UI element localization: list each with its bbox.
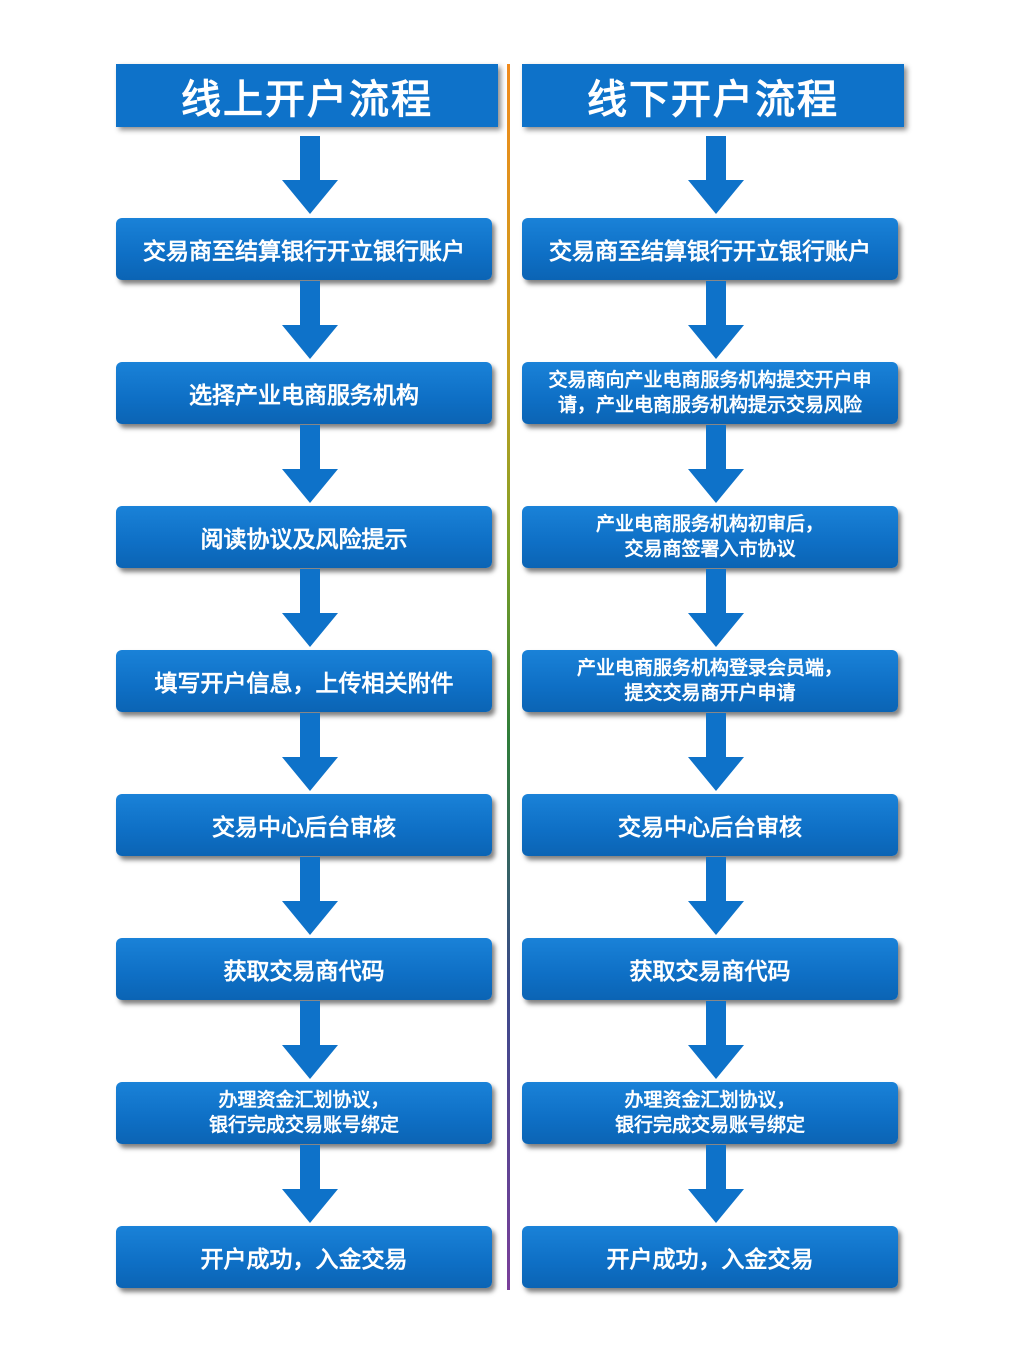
step-text-line: 银行完成交易账号绑定 bbox=[614, 1114, 805, 1136]
down-arrow-icon bbox=[282, 713, 338, 791]
online-process-title: 线上开户流程 bbox=[116, 64, 498, 127]
step-text: 获取交易商代码 bbox=[224, 952, 385, 986]
step-text: 办理资金汇划协议， 银行完成交易账号绑定 bbox=[615, 1088, 805, 1138]
step-text-line: 产业电商服务机构初审后， bbox=[595, 513, 824, 535]
step-text: 办理资金汇划协议， 银行完成交易账号绑定 bbox=[209, 1088, 399, 1138]
step-text-line: 交易商向产业电商服务机构提交开户申 bbox=[548, 369, 872, 391]
down-arrow-icon bbox=[688, 1001, 744, 1079]
step-text: 阅读协议及风险提示 bbox=[201, 520, 408, 554]
step-text-line: 提交交易商开户申请 bbox=[624, 682, 796, 704]
right-step-box: 交易中心后台审核 bbox=[522, 794, 898, 856]
step-text: 交易中心后台审核 bbox=[212, 808, 396, 842]
step-text-line: 开户成功，入金交易 bbox=[200, 1247, 408, 1273]
right-step-box: 交易商向产业电商服务机构提交开户申请，产业电商服务机构提示交易风险 bbox=[522, 362, 898, 424]
online-process-column: 线上开户流程 交易商至结算银行开立银行账户选择产业电商服务机构阅读协议及风险提示… bbox=[116, 0, 500, 1350]
step-text: 交易商向产业电商服务机构提交开户申请，产业电商服务机构提示交易风险 bbox=[548, 368, 871, 418]
right-step-box: 开户成功，入金交易 bbox=[522, 1226, 898, 1288]
down-arrow-icon bbox=[688, 569, 744, 647]
step-text-line: 交易商签署入市协议 bbox=[624, 538, 796, 560]
step-text-line: 阅读协议及风险提示 bbox=[200, 527, 408, 553]
step-text: 产业电商服务机构初审后， 交易商签署入市协议 bbox=[596, 512, 824, 562]
down-arrow-icon bbox=[282, 425, 338, 503]
step-text-line: 请，产业电商服务机构提示交易风险 bbox=[557, 394, 862, 416]
down-arrow-icon bbox=[282, 857, 338, 935]
down-arrow-icon bbox=[282, 569, 338, 647]
step-text-line: 交易中心后台审核 bbox=[212, 815, 396, 841]
step-text: 交易中心后台审核 bbox=[618, 808, 802, 842]
step-text-line: 获取交易商代码 bbox=[629, 959, 791, 985]
left-step-box: 开户成功，入金交易 bbox=[116, 1226, 492, 1288]
step-text: 获取交易商代码 bbox=[630, 952, 791, 986]
left-step-box: 获取交易商代码 bbox=[116, 938, 492, 1000]
step-text: 交易商至结算银行开立银行账户 bbox=[549, 232, 871, 266]
left-step-box: 填写开户信息，上传相关附件 bbox=[116, 650, 492, 712]
left-step-box: 阅读协议及风险提示 bbox=[116, 506, 492, 568]
step-text-line: 获取交易商代码 bbox=[223, 959, 385, 985]
step-text-line: 产业电商服务机构登录会员端， bbox=[576, 657, 843, 679]
left-step-box: 交易中心后台审核 bbox=[116, 794, 492, 856]
step-text-line: 填写开户信息，上传相关附件 bbox=[154, 671, 454, 697]
right-step-box: 交易商至结算银行开立银行账户 bbox=[522, 218, 898, 280]
down-arrow-icon bbox=[688, 1145, 744, 1223]
right-step-box: 办理资金汇划协议， 银行完成交易账号绑定 bbox=[522, 1082, 898, 1144]
left-step-box: 办理资金汇划协议， 银行完成交易账号绑定 bbox=[116, 1082, 492, 1144]
step-text-line: 开户成功，入金交易 bbox=[606, 1247, 814, 1273]
offline-process-column: 线下开户流程 交易商至结算银行开立银行账户交易商向产业电商服务机构提交开户申请，… bbox=[522, 0, 906, 1350]
down-arrow-icon bbox=[282, 281, 338, 359]
step-text: 开户成功，入金交易 bbox=[607, 1240, 814, 1274]
left-step-box: 交易商至结算银行开立银行账户 bbox=[116, 218, 492, 280]
step-text-line: 办理资金汇划协议， bbox=[218, 1089, 390, 1111]
down-arrow-icon bbox=[688, 136, 744, 214]
down-arrow-icon bbox=[688, 713, 744, 791]
step-text: 选择产业电商服务机构 bbox=[189, 376, 419, 410]
down-arrow-icon bbox=[282, 1145, 338, 1223]
down-arrow-icon bbox=[688, 857, 744, 935]
step-text-line: 交易商至结算银行开立银行账户 bbox=[143, 239, 465, 265]
step-text: 交易商至结算银行开立银行账户 bbox=[143, 232, 465, 266]
step-text-line: 交易商至结算银行开立银行账户 bbox=[549, 239, 871, 265]
step-text-line: 交易中心后台审核 bbox=[618, 815, 802, 841]
step-text: 产业电商服务机构登录会员端， 提交交易商开户申请 bbox=[577, 656, 843, 706]
down-arrow-icon bbox=[282, 136, 338, 214]
step-text-line: 银行完成交易账号绑定 bbox=[208, 1114, 399, 1136]
down-arrow-icon bbox=[282, 1001, 338, 1079]
right-step-box: 获取交易商代码 bbox=[522, 938, 898, 1000]
down-arrow-icon bbox=[688, 281, 744, 359]
right-step-box: 产业电商服务机构登录会员端， 提交交易商开户申请 bbox=[522, 650, 898, 712]
offline-process-title: 线下开户流程 bbox=[522, 64, 904, 127]
column-divider bbox=[507, 64, 510, 1290]
down-arrow-icon bbox=[688, 425, 744, 503]
step-text: 开户成功，入金交易 bbox=[201, 1240, 408, 1274]
step-text-line: 选择产业电商服务机构 bbox=[189, 383, 419, 409]
left-step-box: 选择产业电商服务机构 bbox=[116, 362, 492, 424]
right-step-box: 产业电商服务机构初审后， 交易商签署入市协议 bbox=[522, 506, 898, 568]
step-text-line: 办理资金汇划协议， bbox=[624, 1089, 796, 1111]
step-text: 填写开户信息，上传相关附件 bbox=[155, 664, 454, 698]
